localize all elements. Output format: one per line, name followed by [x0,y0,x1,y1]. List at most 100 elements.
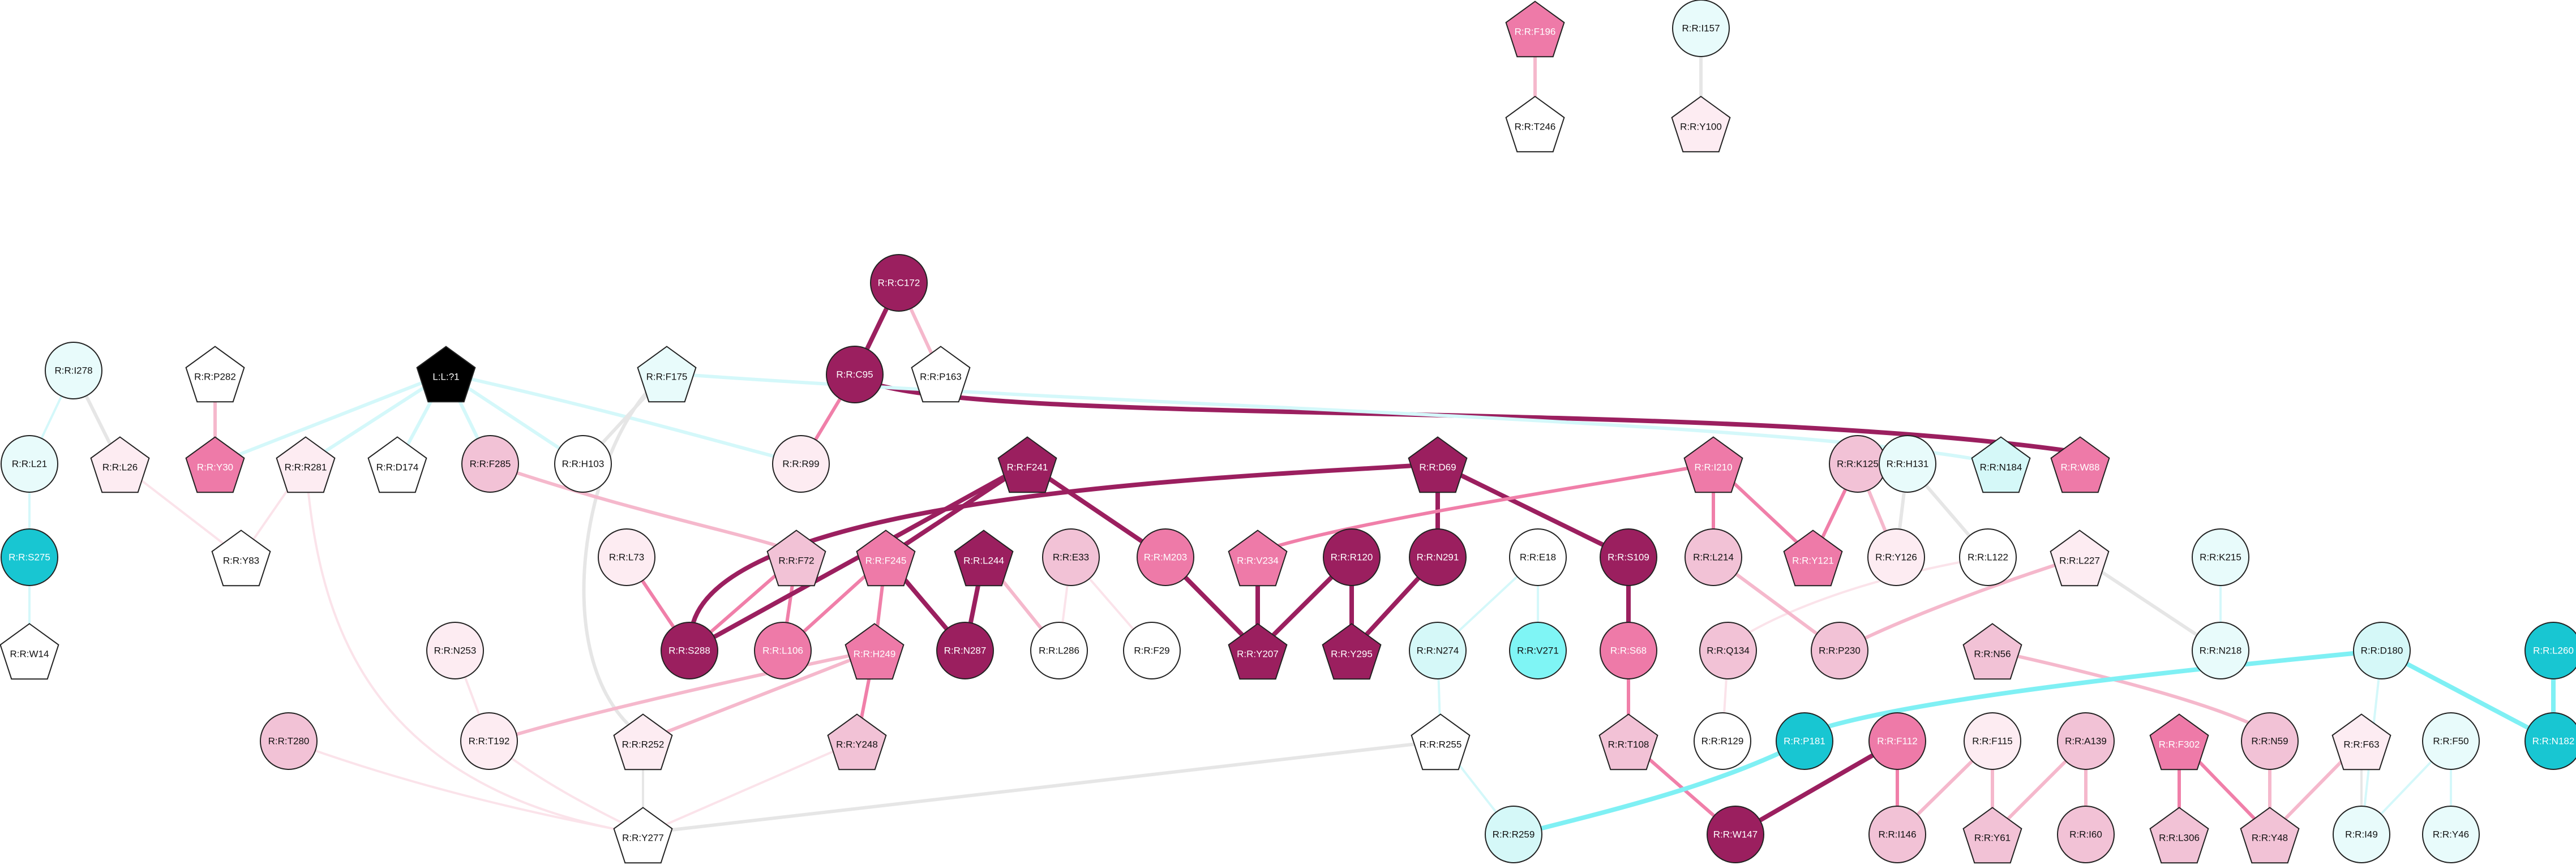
edge-t280-y277 [288,740,644,836]
node-p282[interactable]: R:R:P282 [185,346,245,403]
node-l21[interactable]: R:R:L21 [1,435,58,493]
node-i146[interactable]: R:R:I146 [1868,806,1926,863]
node-h131[interactable]: R:R:H131 [1879,435,1936,493]
node-i210[interactable]: R:R:I210 [1683,436,1743,493]
node-y46[interactable]: R:R:Y46 [2422,806,2480,863]
node-l73[interactable]: R:R:L73 [598,528,655,586]
node-e33[interactable]: R:R:E33 [1042,528,1100,586]
node-l106[interactable]: R:R:L106 [754,622,812,679]
node-h249[interactable]: R:R:H249 [845,623,905,680]
node-t246[interactable]: R:R:T246 [1505,96,1565,153]
node-l260[interactable]: R:R:L260 [2524,622,2576,679]
node-l122[interactable]: R:R:L122 [1959,528,2017,586]
node-i278[interactable]: R:R:I278 [45,342,102,399]
node-l26[interactable]: R:R:L26 [90,436,150,493]
node-f175[interactable]: R:R:F175 [637,346,697,403]
node-f50[interactable]: R:R:F50 [2422,712,2480,770]
node-r120[interactable]: R:R:R120 [1323,528,1381,586]
node-n59[interactable]: R:R:N59 [2241,712,2299,770]
node-i60[interactable]: R:R:I60 [2057,806,2115,863]
node-e18[interactable]: R:R:E18 [1509,528,1567,586]
node-s288[interactable]: R:R:S288 [661,622,718,679]
node-p181[interactable]: R:R:P181 [1776,712,1833,770]
node-y126[interactable]: R:R:Y126 [1867,528,1925,586]
node-s68[interactable]: R:R:S68 [1600,622,1657,679]
node-m203[interactable]: R:R:M203 [1137,528,1194,586]
node-l244[interactable]: R:R:L244 [954,530,1014,587]
node-c95[interactable]: R:R:C95 [826,346,884,403]
node-r281[interactable]: R:R:R281 [276,436,336,493]
node-y295[interactable]: R:R:Y295 [1322,623,1382,680]
node-f29[interactable]: R:R:F29 [1123,622,1181,679]
node-n56[interactable]: R:R:N56 [1962,623,2022,680]
node-w88[interactable]: R:R:W88 [2050,436,2110,493]
circle-node-shape [826,346,884,403]
node-n291[interactable]: R:R:N291 [1409,528,1467,586]
node-f285[interactable]: R:R:F285 [461,435,519,493]
node-i157[interactable]: R:R:I157 [1672,0,1730,57]
node-p163[interactable]: R:R:P163 [911,346,971,403]
node-q134[interactable]: R:R:Q134 [1699,622,1757,679]
node-h103[interactable]: R:R:H103 [554,435,612,493]
node-r129[interactable]: R:R:R129 [1694,712,1751,770]
node-y61[interactable]: R:R:Y61 [1962,807,2022,864]
node-f196[interactable]: R:R:F196 [1505,1,1565,58]
node-v271[interactable]: R:R:V271 [1509,622,1567,679]
node-l286[interactable]: R:R:L286 [1030,622,1088,679]
node-n218[interactable]: R:R:N218 [2192,622,2249,679]
node-label: R:R:I157 [1682,23,1720,34]
node-y83[interactable]: R:R:Y83 [211,530,271,587]
node-t280[interactable]: R:R:T280 [260,712,318,770]
node-n253[interactable]: R:R:N253 [426,622,484,679]
node-s109[interactable]: R:R:S109 [1600,528,1657,586]
node-f241[interactable]: R:R:F241 [997,436,1057,493]
node-label: R:R:N218 [2200,645,2242,656]
node-y121[interactable]: R:R:Y121 [1783,530,1843,587]
node-d180[interactable]: R:R:D180 [2353,622,2411,679]
node-v234[interactable]: R:R:V234 [1228,530,1288,587]
node-l227[interactable]: R:R:L227 [2050,530,2110,587]
node-y30[interactable]: R:R:Y30 [185,436,245,493]
node-l1[interactable]: L:L:?1 [416,346,476,403]
node-y207[interactable]: R:R:Y207 [1228,623,1288,680]
node-c172[interactable]: R:R:C172 [870,254,928,312]
node-l214[interactable]: R:R:L214 [1685,528,1742,586]
node-l306[interactable]: R:R:L306 [2149,807,2209,864]
edge-p181-r259 [1511,739,1807,837]
node-n184[interactable]: R:R:N184 [1971,436,2031,493]
node-k215[interactable]: R:R:K215 [2192,528,2249,586]
node-s275[interactable]: R:R:S275 [1,528,58,586]
node-p230[interactable]: R:R:P230 [1811,622,1868,679]
node-y48[interactable]: R:R:Y48 [2240,807,2300,864]
node-y277[interactable]: R:R:Y277 [613,807,673,864]
node-i49[interactable]: R:R:I49 [2333,806,2390,863]
node-t192[interactable]: R:R:T192 [460,712,518,770]
node-n274[interactable]: R:R:N274 [1409,622,1467,679]
node-label: R:R:K215 [2200,552,2241,563]
node-a139[interactable]: R:R:A139 [2057,712,2115,770]
node-label: R:R:F115 [1972,736,2013,747]
node-r99[interactable]: R:R:R99 [772,435,830,493]
node-r259[interactable]: R:R:R259 [1485,806,1542,863]
node-r252[interactable]: R:R:R252 [613,713,673,771]
node-r255[interactable]: R:R:R255 [1411,713,1471,771]
node-d69[interactable]: R:R:D69 [1408,436,1468,493]
node-f63[interactable]: R:R:F63 [2331,713,2391,771]
node-n182[interactable]: R:R:N182 [2524,712,2576,770]
node-f245[interactable]: R:R:F245 [856,530,916,587]
node-f115[interactable]: R:R:F115 [1964,712,2021,770]
node-w14[interactable]: R:R:W14 [0,623,59,680]
node-f302[interactable]: R:R:F302 [2149,713,2209,771]
node-d174[interactable]: R:R:D174 [367,436,427,493]
node-f112[interactable]: R:R:F112 [1868,712,1926,770]
pentagon-node-shape [211,530,271,587]
node-y100[interactable]: R:R:Y100 [1671,96,1731,153]
node-w147[interactable]: R:R:W147 [1707,806,1764,863]
node-y248[interactable]: R:R:Y248 [827,713,887,771]
node-t108[interactable]: R:R:T108 [1598,713,1658,771]
node-f72[interactable]: R:R:F72 [766,530,826,587]
node-n287[interactable]: R:R:N287 [936,622,994,679]
node-label: R:R:I210 [1694,462,1732,473]
node-label: R:R:R255 [1420,739,1462,750]
node-k125[interactable]: R:R:K125 [1829,435,1887,493]
